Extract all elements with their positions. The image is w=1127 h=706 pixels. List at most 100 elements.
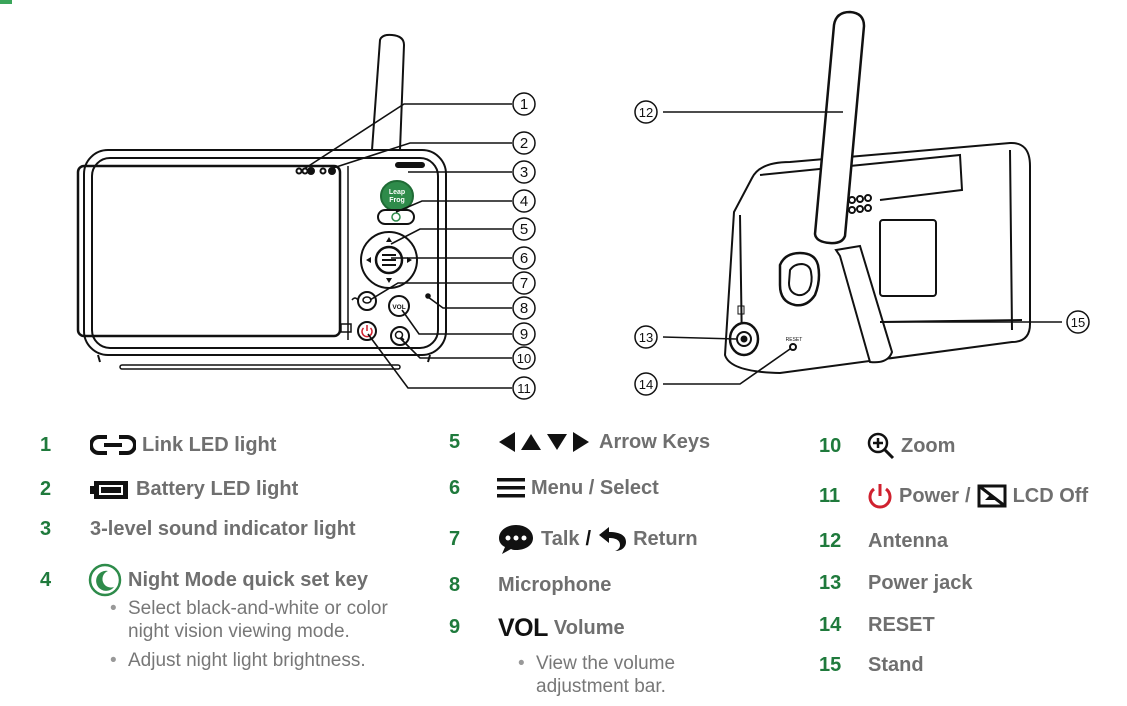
svg-text:8: 8 [520, 300, 528, 317]
legend-item-8: 8 Microphone [449, 574, 611, 597]
bullet-item: Select black-and-white or color night vi… [104, 597, 418, 643]
legend-num-1: 1 [40, 433, 52, 456]
legend-num-7: 7 [449, 527, 461, 550]
svg-text:4: 4 [520, 193, 528, 210]
legend-num-11: 11 [819, 484, 841, 507]
legend-num-9: 9 [449, 616, 461, 638]
legend-item-12: 12 Antenna [819, 530, 948, 553]
legend-item-4: 4 Night Mode quick set key [40, 563, 368, 597]
callout-7: 7 [512, 271, 536, 295]
svg-text:3: 3 [520, 164, 528, 181]
leader-lines [303, 103, 1062, 389]
legend-label-3: 3-level sound indicator light [90, 518, 356, 540]
legend-label-4: Night Mode quick set key [128, 568, 369, 591]
rear-vent-holes [848, 194, 872, 214]
link-icon [90, 433, 136, 457]
legend-num-5: 5 [449, 430, 461, 453]
legend-num-13: 13 [819, 572, 842, 594]
legend-label-2: Battery LED light [136, 478, 299, 500]
legend-label-14: RESET [868, 614, 935, 636]
talk-button[interactable] [351, 291, 377, 311]
arrow-keys-icon [497, 430, 593, 454]
legend-item-14: 14 RESET [819, 614, 935, 637]
svg-text:10: 10 [517, 351, 531, 366]
svg-text:14: 14 [639, 377, 653, 392]
svg-text:6: 6 [520, 250, 528, 267]
front-monitor-body [83, 149, 447, 370]
svg-text:Leap: Leap [389, 189, 405, 196]
legend-label-11b: LCD Off [1012, 484, 1089, 507]
svg-text:5: 5 [520, 221, 528, 238]
legend-label-9: Volume [553, 617, 625, 639]
callout-15: 15 [1066, 310, 1090, 334]
legend-separator-7: / [585, 527, 592, 550]
svg-text:2: 2 [520, 135, 528, 152]
callout-2: 2 [512, 131, 536, 155]
callout-6: 6 [512, 246, 536, 270]
bullet-item: Adjust night light brightness. [104, 649, 418, 672]
svg-text:VOL: VOL [392, 304, 405, 311]
front-screen [76, 164, 349, 340]
legend-4-bullets: Select black-and-white or color night vi… [104, 597, 418, 678]
vol-icon-text: VOL [498, 614, 548, 642]
night-mode-button[interactable] [377, 209, 415, 225]
legend-item-2: 2 Battery LED light [40, 478, 298, 501]
legend-label-8: Microphone [498, 574, 612, 596]
callout-3: 3 [512, 160, 536, 184]
legend-num-3: 3 [40, 518, 52, 540]
power-button[interactable] [340, 321, 377, 341]
legend-num-12: 12 [819, 530, 842, 552]
legend-label-13: Power jack [868, 572, 973, 594]
lcd-off-icon [977, 484, 1007, 508]
battery-icon [90, 479, 130, 501]
legend-num-8: 8 [449, 574, 461, 596]
callout-11: 11 [512, 376, 536, 400]
svg-text:Frog: Frog [389, 197, 405, 204]
svg-text:13: 13 [639, 330, 653, 345]
legend-label-7a: Talk [541, 527, 580, 550]
legend-num-2: 2 [40, 478, 52, 500]
chat-bubble-icon [497, 522, 535, 556]
legend-num-14: 14 [819, 614, 842, 636]
vol-button[interactable]: VOL [388, 295, 410, 317]
svg-text:7: 7 [520, 275, 528, 292]
legend-item-10: 10 Zoom [819, 432, 955, 460]
legend-num-10: 10 [819, 434, 842, 457]
callout-9: 9 [512, 322, 536, 346]
legend-item-5: 5 Arrow Keys [449, 430, 710, 454]
moon-icon [88, 563, 122, 597]
legend-item-11: 11 Power / LCD Off [819, 482, 1088, 510]
callout-5: 5 [512, 217, 536, 241]
power-icon [867, 482, 893, 510]
legend-num-15: 15 [819, 654, 842, 676]
callout-1: 1 [512, 92, 536, 116]
legend-separator-11: / [965, 484, 971, 507]
callout-8: 8 [512, 296, 536, 320]
device-diagram: Leap Frog VOL [76, 10, 1090, 400]
svg-text:12: 12 [639, 105, 653, 120]
svg-text:9: 9 [520, 326, 528, 343]
bullet-item: View the volume adjustment bar. [512, 652, 736, 698]
legend-9-bullets: View the volume adjustment bar. [512, 652, 736, 704]
callout-4: 4 [512, 189, 536, 213]
legend-label-6: Menu / Select [531, 476, 659, 499]
callout-10: 10 [512, 346, 536, 370]
legend-item-7: 7 Talk / Return [449, 522, 698, 556]
legend-item-1: 1 Link LED light [40, 433, 276, 457]
legend-item-13: 13 Power jack [819, 572, 973, 595]
return-arrow-icon [597, 524, 627, 554]
legend-item-15: 15 Stand [819, 654, 924, 677]
legend-label-15: Stand [868, 654, 924, 676]
menu-icon [497, 476, 525, 500]
legend-item-9: 9 VOL Volume [449, 614, 625, 643]
svg-text:11: 11 [517, 381, 531, 396]
callout-13: 13 [634, 325, 658, 349]
zoom-button[interactable] [390, 326, 410, 346]
corner-accent [0, 0, 12, 4]
legend-num-6: 6 [449, 476, 461, 499]
dpad[interactable] [360, 231, 418, 289]
reset-hole: RESET [786, 337, 802, 351]
legend-item-6: 6 Menu / Select [449, 476, 659, 500]
callout-12: 12 [634, 100, 658, 124]
legend-item-3: 3 3-level sound indicator light [40, 518, 356, 541]
